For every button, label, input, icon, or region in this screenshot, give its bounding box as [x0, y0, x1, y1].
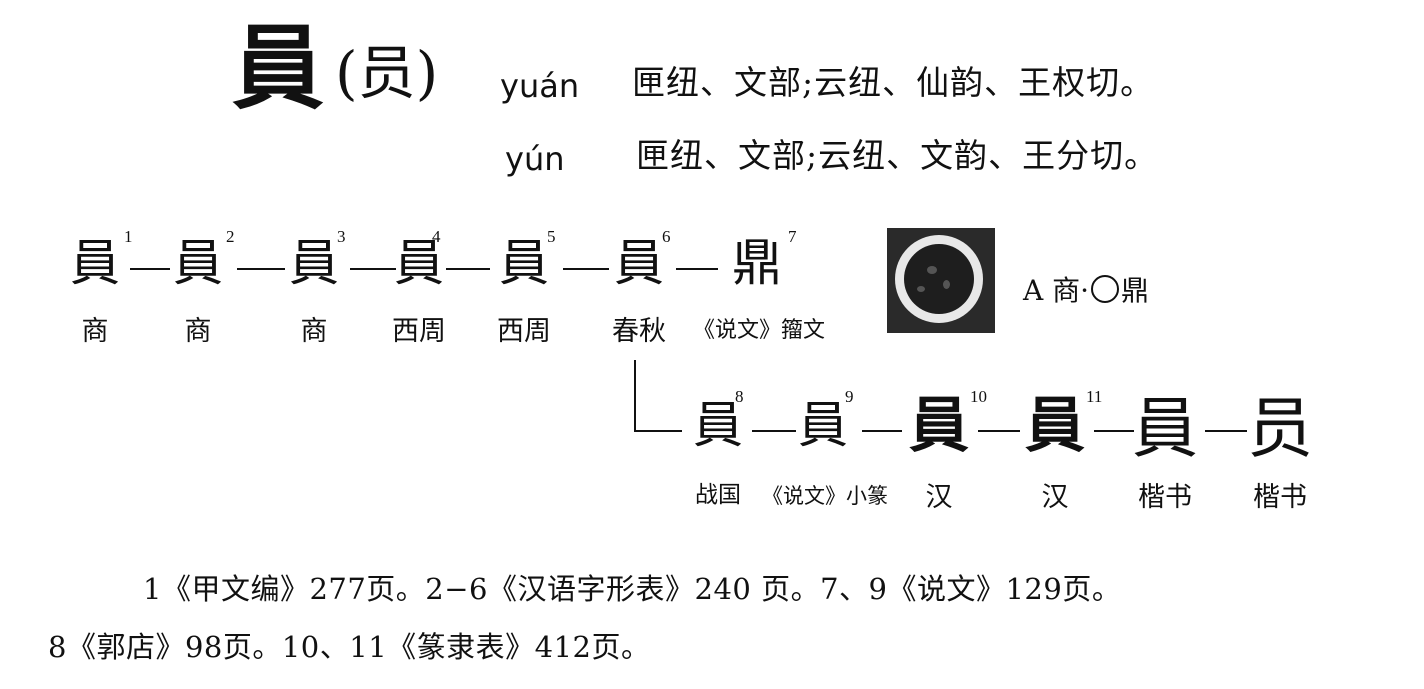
fanqie-2: 匣纽、文部;云纽、文韵、王分切。 — [636, 136, 1159, 175]
glyph-number-6: 6 — [662, 227, 671, 246]
branch-line-vertical — [634, 360, 636, 432]
photo-speck — [943, 280, 950, 289]
period-label-7: 《说文》籀文 — [692, 318, 825, 343]
bronze-vessel-photo — [887, 228, 995, 333]
glyph-7: 鼎 — [732, 234, 782, 292]
period-label-3: 商 — [300, 316, 328, 347]
period-label-1: 商 — [81, 316, 109, 347]
vessel-interior — [904, 244, 974, 314]
glyph-4: 員 — [394, 234, 444, 292]
glyph-number-7: 7 — [788, 227, 797, 246]
glyph-1: 員 — [70, 234, 120, 292]
connector-dash — [563, 268, 609, 270]
period-label-11: 汉 — [1041, 482, 1069, 513]
glyph-5: 員 — [499, 234, 549, 292]
glyph-8: 員 — [693, 396, 743, 454]
source-note-1: 1《甲文编》277页。2−6《汉语字形表》240 页。7、9《说文》129页。 — [143, 572, 1122, 606]
period-label-5: 西周 — [497, 316, 551, 347]
head-character: 員 — [232, 14, 324, 122]
period-label-8: 战国 — [695, 482, 741, 508]
caption-text-b: 鼎 — [1121, 274, 1150, 307]
connector-dash — [237, 268, 285, 270]
connector-dash — [978, 430, 1020, 432]
glyph-kaishu-traditional: 員 — [1132, 390, 1198, 467]
glyph-9: 員 — [798, 396, 848, 454]
glyph-number-2: 2 — [226, 227, 235, 246]
glyph-number-11: 11 — [1086, 387, 1103, 406]
glyph-number-9: 9 — [845, 387, 854, 406]
glyph-number-8: 8 — [735, 387, 744, 406]
connector-dash — [752, 430, 796, 432]
pinyin-2: yún — [505, 140, 565, 178]
glyph-11: 員 — [1025, 391, 1085, 461]
glyph-kaishu-simplified: 员 — [1247, 390, 1313, 467]
connector-dash — [350, 268, 396, 270]
period-label-9: 《说文》小篆 — [762, 484, 888, 508]
source-note-2: 8《郭店》98页。10、11《篆隶表》412页。 — [48, 630, 651, 664]
glyph-number-5: 5 — [547, 227, 556, 246]
period-label-kaishu-2: 楷书 — [1253, 482, 1307, 513]
glyph-6: 員 — [614, 234, 664, 292]
connector-dash — [1205, 430, 1247, 432]
glyph-3: 員 — [289, 234, 339, 292]
glyph-10: 員 — [909, 391, 969, 461]
pinyin-1: yuán — [500, 67, 580, 105]
glyph-number-4: 4 — [432, 227, 441, 246]
figure-caption: A 商· 鼎 — [1023, 275, 1149, 305]
branch-line-horizontal — [634, 430, 682, 432]
period-label-6: 春秋 — [612, 316, 666, 347]
glyph-number-10: 10 — [970, 387, 987, 406]
period-label-10: 汉 — [925, 482, 953, 513]
connector-dash — [862, 430, 902, 432]
period-label-2: 商 — [184, 316, 212, 347]
connector-dash — [130, 268, 170, 270]
photo-speck — [917, 286, 925, 292]
connector-dash — [676, 268, 718, 270]
period-label-4: 西周 — [392, 316, 446, 347]
period-label-kaishu-1: 楷书 — [1138, 482, 1192, 513]
glyph-number-3: 3 — [337, 227, 346, 246]
caption-text-a: A 商· — [1023, 274, 1090, 307]
connector-dash — [1094, 430, 1134, 432]
photo-speck — [927, 266, 937, 274]
connector-dash — [446, 268, 490, 270]
circle-glyph-icon — [1091, 275, 1120, 303]
glyph-number-1: 1 — [124, 227, 133, 246]
simplified-character: (员) — [335, 39, 439, 107]
glyph-2: 員 — [173, 234, 223, 292]
fanqie-1: 匣纽、文部;云纽、仙韵、王权切。 — [632, 63, 1155, 102]
